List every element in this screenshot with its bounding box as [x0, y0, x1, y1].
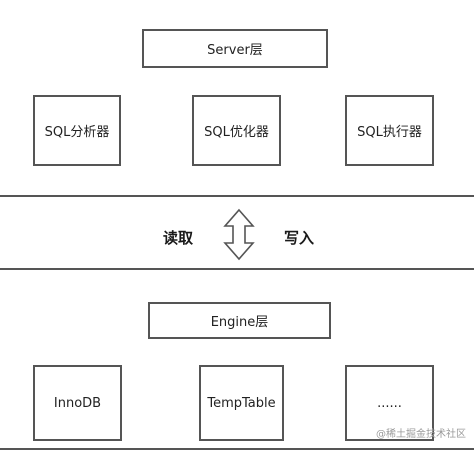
innodb-label: InnoDB — [53, 395, 102, 411]
sql-executor-label: SQL执行器 — [357, 125, 422, 140]
read-write-section: 读取 写入 — [0, 197, 474, 268]
write-label: 写入 — [284, 229, 315, 247]
sql-analyzer-box: SQL分析器 — [33, 95, 121, 166]
read-label: 读取 — [163, 229, 194, 247]
server-layer-title-box: Server层 — [142, 29, 328, 68]
engine-layer-title: Engine层 — [210, 315, 269, 330]
sql-executor-box: SQL执行器 — [345, 95, 434, 166]
temptable-label: TempTable — [207, 395, 276, 411]
sql-optimizer-box: SQL优化器 — [192, 95, 281, 166]
server-layer-title: Server层 — [207, 43, 263, 58]
watermark: @稀土掘金技术社区 — [376, 429, 466, 440]
innodb-box: InnoDB — [33, 365, 122, 441]
temptable-box: TempTable — [199, 365, 284, 441]
bidirectional-arrow-icon — [223, 208, 255, 261]
more-engines-box: ...... — [345, 365, 434, 441]
sql-optimizer-label: SQL优化器 — [204, 125, 269, 140]
more-engines-label: ...... — [377, 395, 402, 411]
engine-layer-title-box: Engine层 — [148, 302, 331, 339]
sql-analyzer-label: SQL分析器 — [44, 125, 110, 140]
